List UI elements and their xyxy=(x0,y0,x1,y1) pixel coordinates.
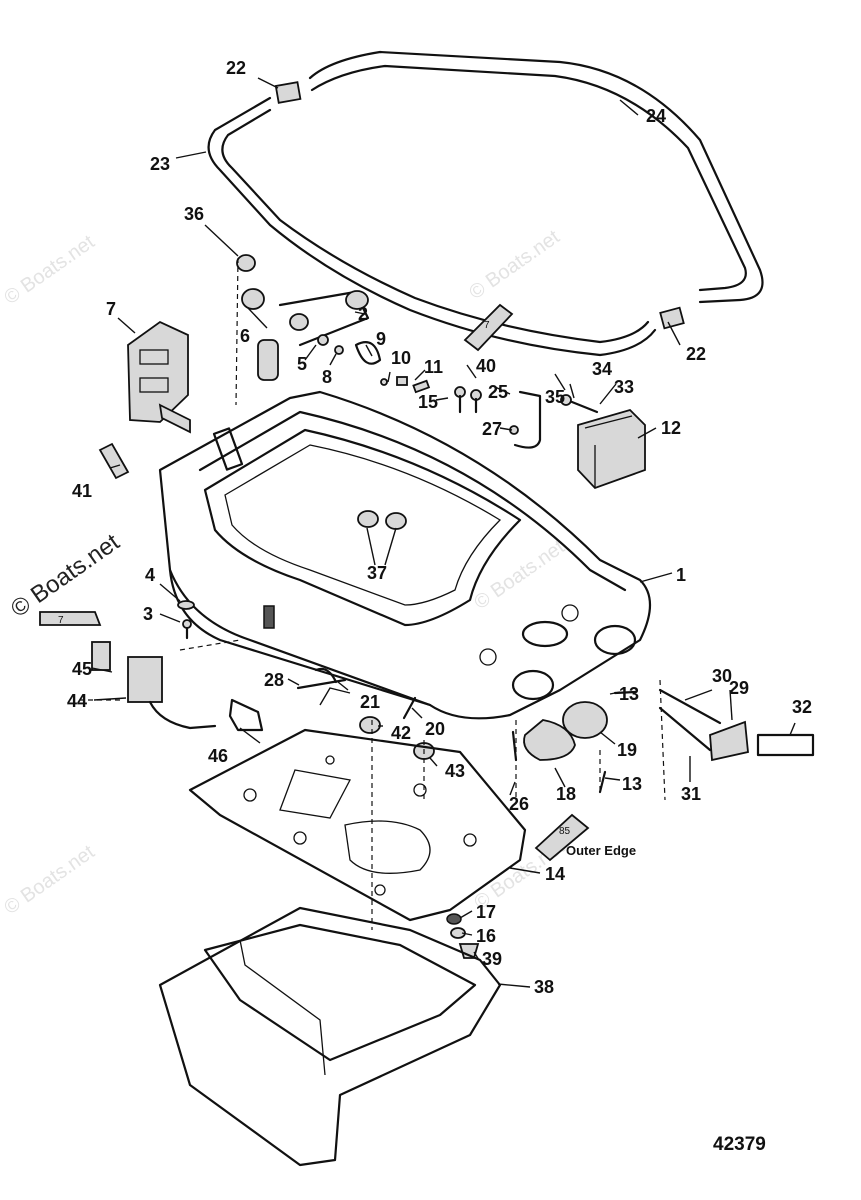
top-cowl-seal xyxy=(207,50,764,357)
sealant-tube-7-top xyxy=(463,303,514,352)
callout-40: 40 xyxy=(476,356,496,376)
callout-13b: 13 xyxy=(622,774,642,794)
callout-37: 37 xyxy=(367,563,387,583)
sealant-tube-85 xyxy=(534,813,590,862)
grommet-right xyxy=(385,512,407,530)
callout-30: 30 xyxy=(712,666,732,686)
sealant-tube-7-left xyxy=(39,611,102,626)
seal-clip-right xyxy=(659,306,685,330)
callout-14: 14 xyxy=(545,864,565,884)
left-hardware xyxy=(91,442,264,732)
callout-34: 34 xyxy=(592,359,612,379)
watermark: © Boats.net xyxy=(470,536,569,614)
callout-22a: 22 xyxy=(226,58,246,78)
callout-33: 33 xyxy=(614,377,634,397)
callout-32: 32 xyxy=(792,697,812,717)
watermark: © Boats.net xyxy=(0,231,99,309)
grommet-left xyxy=(357,510,379,528)
latch-handle xyxy=(127,320,191,434)
callout-36: 36 xyxy=(184,204,204,224)
callout-28: 28 xyxy=(264,670,284,690)
callout-11: 11 xyxy=(424,357,443,377)
decal xyxy=(756,733,815,757)
callout-17: 17 xyxy=(476,902,496,922)
callout-19: 19 xyxy=(617,740,637,760)
callout-7: 7 xyxy=(106,299,116,319)
trim-port-fitting xyxy=(562,701,608,739)
callout-5: 5 xyxy=(297,354,307,374)
lower-cowl xyxy=(158,906,502,1167)
callout-13a: 13 xyxy=(619,684,639,704)
callout-44: 44 xyxy=(67,691,87,711)
callout-42: 42 xyxy=(391,723,411,743)
watermark: © Boats.net xyxy=(465,226,564,304)
outer-edge-note: Outer Edge xyxy=(566,843,636,858)
callout-26: 26 xyxy=(509,794,529,814)
callout-1: 1 xyxy=(676,565,686,585)
watermark-large: © Boats.net xyxy=(6,528,125,622)
sealant-tubes: 7 7 85 xyxy=(39,303,590,862)
callout-3: 3 xyxy=(143,604,153,624)
callout-46: 46 xyxy=(208,746,228,766)
callout-18: 18 xyxy=(556,784,576,804)
cover-plate xyxy=(709,720,749,762)
watermark: © Boats.net xyxy=(0,841,99,919)
callout-38: 38 xyxy=(534,977,554,997)
callout-31: 31 xyxy=(681,784,701,804)
cowl-port-left xyxy=(511,669,555,701)
callout-24: 24 xyxy=(646,106,666,126)
callout-21a: 21 xyxy=(360,692,380,712)
callout-10: 10 xyxy=(391,348,411,368)
callout-6: 6 xyxy=(240,326,250,346)
mid-hardware xyxy=(296,667,815,959)
cowl-port-right xyxy=(593,624,637,656)
callout-29: 29 xyxy=(729,678,749,698)
callout-15: 15 xyxy=(418,392,438,412)
adapter-plate xyxy=(188,728,527,922)
cowl-oval-opening xyxy=(521,620,569,648)
callout-20: 20 xyxy=(425,719,445,739)
callout-23: 23 xyxy=(150,154,170,174)
bottom-cowl xyxy=(158,390,651,720)
callout-22b: 22 xyxy=(686,344,706,364)
callout-39: 39 xyxy=(482,949,502,969)
hinge-assembly xyxy=(236,254,431,394)
callout-4: 4 xyxy=(145,565,155,585)
cowl-switch-cover xyxy=(91,641,111,671)
callout-8: 8 xyxy=(322,367,332,387)
callout-27: 27 xyxy=(482,419,502,439)
seal-clip-top xyxy=(274,81,302,104)
callout-35: 35 xyxy=(545,387,565,407)
callout-2: 2 xyxy=(358,304,368,324)
callout-9: 9 xyxy=(376,329,386,349)
callout-41: 41 xyxy=(72,481,92,501)
cowl-latch-slot xyxy=(212,427,244,471)
sealant-tube-label: 7 xyxy=(58,615,64,626)
right-hardware xyxy=(454,386,646,490)
figure-number: 42379 xyxy=(713,1134,766,1155)
leader-lines xyxy=(91,77,796,988)
trim-switch xyxy=(127,656,163,703)
callouts: 1 2 3 4 5 6 7 8 9 10 11 12 13 13 14 15 1… xyxy=(67,58,812,997)
callout-45: 45 xyxy=(72,659,92,679)
cowl-switch-slot xyxy=(263,605,275,629)
callout-12: 12 xyxy=(661,418,681,438)
sealant-tube-label: 7 xyxy=(484,320,490,331)
callout-25: 25 xyxy=(488,382,508,402)
callout-43: 43 xyxy=(445,761,465,781)
sealant-tube-label: 85 xyxy=(559,826,571,837)
callout-16: 16 xyxy=(476,926,496,946)
